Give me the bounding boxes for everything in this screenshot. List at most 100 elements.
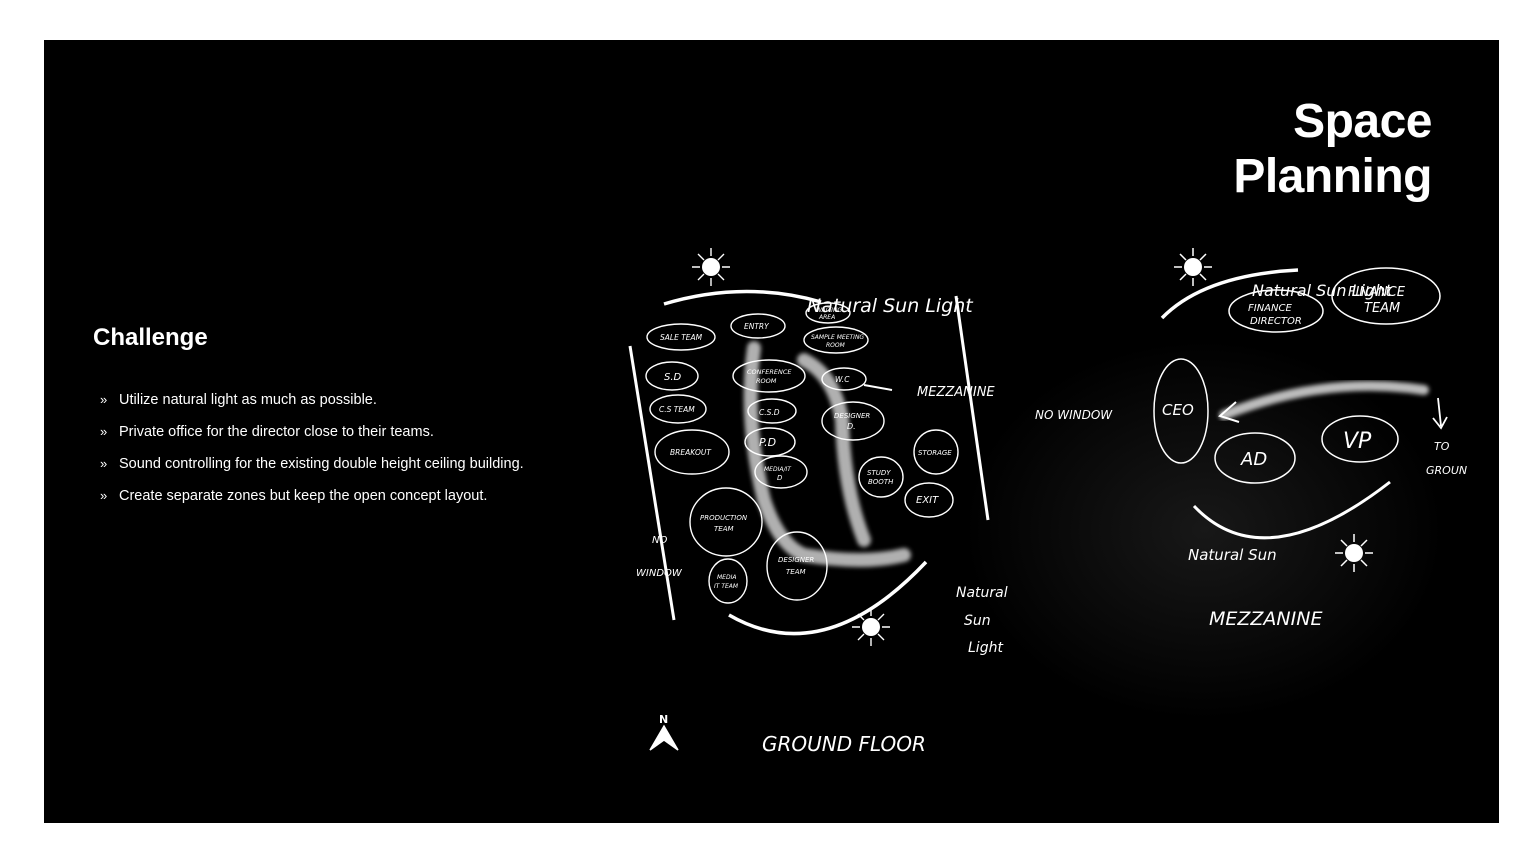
zone-label: MEDIA/IT [764,466,792,473]
zone-label: C.S TEAM [659,405,695,414]
sun-icon [692,248,730,286]
zone-label: VP [1343,429,1372,454]
list-item: » Create separate zones but keep the open… [100,488,524,520]
zone-label: ROOM [826,342,846,349]
zone-sd [645,361,699,391]
zone-pd [744,427,796,457]
zone-study-booth [858,456,904,498]
ground-floor-labels: Natural Sun Light MEZZANINE NO WINDOW Na… [636,295,1008,756]
zone-finance-team [1331,267,1441,325]
zone-label: SAMPLE MEETING [811,334,864,341]
mezzanine-arrow-label: MEZZANINE [917,385,995,400]
zone-label: BOOTH [868,478,894,486]
sun-icon [852,608,890,646]
zone-storage [913,429,959,475]
zone-label: C.S.D [759,408,780,417]
mezzanine-labels: Natural Sun Light FINANCE DIRECTOR FINAN… [1035,281,1467,630]
zone-csd [747,398,797,424]
zone-finance-director [1228,289,1324,333]
bullet-icon: » [100,424,108,439]
zone-label: MEDIA [717,574,736,581]
ground-floor-plan [628,248,990,751]
zone-label: WAITING [816,307,842,314]
zone-label: BREAKOUT [670,448,712,457]
zone-label: STUDY [867,469,891,477]
zone-cs-team [649,394,707,424]
list-item: » Private office for the director close t… [100,424,524,456]
zone-label: AREA [818,314,835,321]
zone-conference-room [732,359,806,393]
list-item: »Sound controlling for the existing doub… [100,456,524,488]
zone-label: TEAM [714,525,734,533]
no-window-label: NO [652,535,667,546]
sun-label-bottom: Sun [964,613,991,629]
zone-label: D [777,474,783,482]
slide: Space Planning Challenge » Utilize natura… [44,40,1499,823]
sun-label-bottom: Light [968,640,1003,656]
challenge-list: » Utilize natural light as much as possib… [100,392,524,520]
zone-label: S.D [664,372,682,383]
no-window-label: WINDOW [636,568,683,579]
list-item-text: Private office for the director close to… [119,424,434,440]
zone-label: TEAM [786,568,806,576]
zone-production-team [689,487,763,557]
zone-label: EXIT [916,495,939,506]
zone-label: CONFERENCE [747,368,792,376]
challenge-heading: Challenge [93,324,208,351]
to-ground-label: TO [1434,440,1450,453]
zone-label: DESIGNER [834,412,870,420]
bullet-icon: » [100,488,108,503]
sun-label-top: Natural Sun Light [1252,281,1392,300]
zone-media-team [708,558,748,604]
sun-label-top: Natural Sun Light [807,295,974,317]
to-ground-label: GROUN [1426,464,1467,477]
space-planning-sketch: Natural Sun Light MEZZANINE NO WINDOW Na… [628,248,1467,756]
circulation-path [743,341,911,567]
zone-wc [821,367,867,391]
zone-label: ENTRY [744,322,770,331]
zone-label: P.D [759,436,776,449]
zone-label: TEAM [1364,301,1400,316]
sun-label-bottom: Natural Sun [1188,546,1277,564]
list-item-text: Create separate zones but keep the open … [119,488,488,504]
sun-icon [1335,534,1373,572]
page-title: Space Planning [1233,95,1432,203]
zone-label: DIRECTOR [1250,316,1302,327]
zone-label: IT TEAM [714,583,739,590]
zone-label: CEO [1162,401,1194,419]
zone-label: SALE TEAM [660,333,703,342]
list-item-text: Sound controlling for the existing doubl… [119,456,524,472]
zone-label: FINANCE [1248,303,1292,314]
zone-labels: SALE TEAM ENTRY WAITING AREA SAMPLE MEET… [659,307,952,590]
background-smudge [964,340,1444,720]
zone-label: AD [1240,449,1267,470]
zone-media-it-d [754,455,808,489]
zone-vp [1321,415,1399,463]
zone-waiting-area [805,302,851,324]
zone-meeting-room [803,326,869,354]
sun-icon [1174,248,1212,286]
list-item: » Utilize natural light as much as possib… [100,392,524,424]
north-arrow-icon [649,724,679,751]
list-item-text: Utilize natural light as much as possibl… [119,392,377,408]
zone-label: W.C [835,375,850,384]
mezzanine-plan [1153,248,1448,572]
zone-ceo [1153,358,1209,464]
zone-designer-d [821,401,885,441]
zone-label: FINANCE [1348,285,1406,300]
zone-label: PRODUCTION [700,514,748,522]
zone-label: D. [847,422,856,431]
ground-floor-caption: GROUND FLOOR [762,732,926,756]
zone-designer-team [766,531,828,601]
zone-ad [1214,432,1296,484]
zone-label: ROOM [756,377,777,385]
bullet-icon: » [100,392,108,407]
zone-label: DESIGNER [778,556,814,564]
zone-entry [730,313,786,339]
zone-exit [904,482,954,518]
sun-label-bottom: Natural [956,585,1008,601]
zone-sale-team [646,323,716,351]
zone-breakout [654,429,730,475]
mezzanine-caption: MEZZANINE [1209,608,1322,630]
north-label: N [659,713,668,726]
